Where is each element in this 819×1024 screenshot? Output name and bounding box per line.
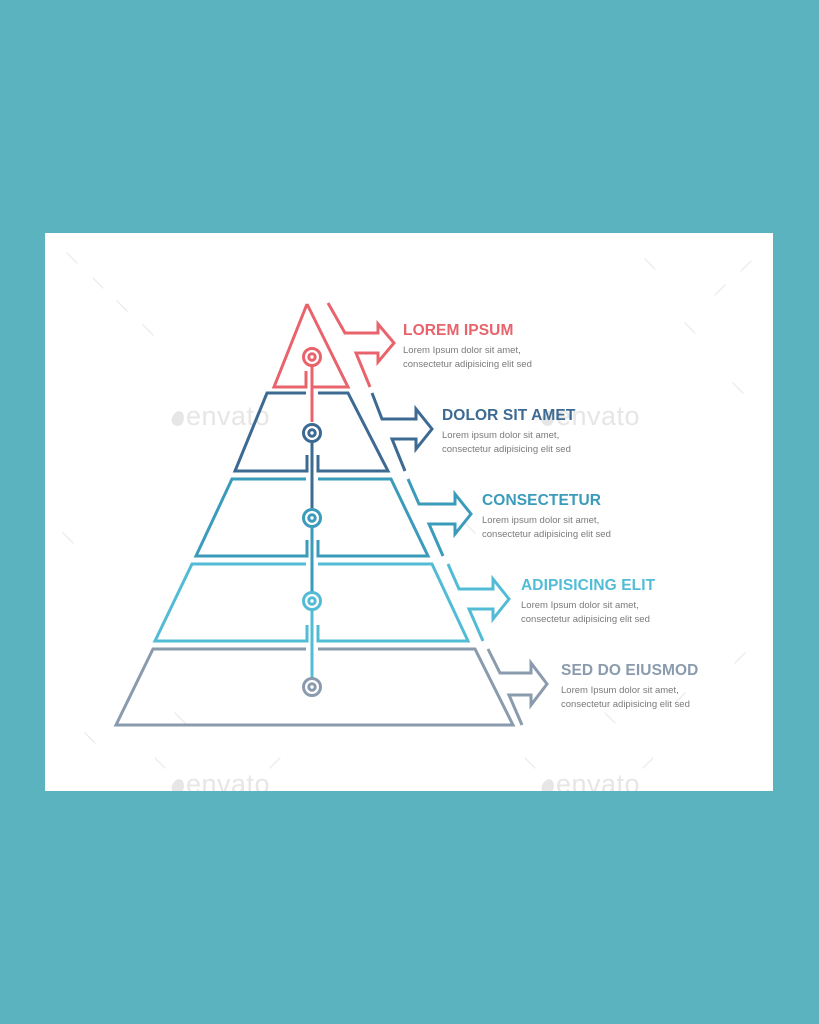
pyramid-label-3: CONSECTETUR Lorem ipsum dolor sit amet, … [482, 492, 611, 542]
watermark-pattern [62, 252, 752, 769]
level-title: ADIPISICING ELIT [521, 577, 656, 594]
description-line: Lorem ipsum dolor sit amet, [482, 515, 600, 526]
pyramid-level-5 [113, 647, 549, 727]
level-description: Lorem Ipsum dolor sit amet, consectetur … [561, 684, 698, 712]
level-description: Lorem Ipsum dolor sit amet, consectetur … [521, 599, 655, 627]
description-line: consectetur adipisicing elit sed [442, 444, 571, 455]
description-line: consectetur adipisicing elit sed [403, 359, 532, 370]
pyramid-label-1: LOREM IPSUM Lorem Ipsum dolor sit amet, … [403, 322, 532, 372]
level-description: Lorem Ipsum dolor sit amet, consectetur … [403, 344, 532, 372]
pyramid-label-5: SED DO EIUSMOD Lorem Ipsum dolor sit ame… [561, 662, 698, 712]
description-line: consectetur adipisicing elit sed [561, 699, 690, 710]
description-line: Lorem Ipsum dolor sit amet, [521, 600, 639, 611]
infographic-card: envato envato envato envato [45, 233, 773, 791]
level-title: LOREM IPSUM [403, 322, 514, 339]
description-line: Lorem Ipsum dolor sit amet, [403, 345, 521, 356]
watermark-logo: envato [539, 769, 640, 791]
pyramid-level-4 [152, 562, 511, 679]
pyramid-level-3 [193, 477, 473, 592]
level-description: Lorem ipsum dolor sit amet, consectetur … [442, 429, 575, 457]
watermark-logo: envato [169, 401, 270, 432]
description-line: Lorem Ipsum dolor sit amet, [561, 685, 679, 696]
pyramid-label-4: ADIPISICING ELIT Lorem Ipsum dolor sit a… [521, 577, 655, 627]
pyramid-diagram [113, 302, 549, 727]
description-line: Lorem ipsum dolor sit amet, [442, 430, 560, 441]
watermark-logo: envato [539, 401, 640, 432]
description-line: consectetur adipisicing elit sed [521, 614, 650, 625]
description-line: consectetur adipisicing elit sed [482, 529, 611, 540]
pyramid-level-1 [271, 302, 396, 422]
pyramid-label-2: DOLOR SIT AMET Lorem ipsum dolor sit ame… [442, 407, 575, 457]
pyramid-level-2 [232, 391, 434, 508]
level-title: CONSECTETUR [482, 492, 602, 509]
level-title: DOLOR SIT AMET [442, 407, 576, 424]
watermark-logo: envato [169, 769, 270, 791]
level-title: SED DO EIUSMOD [561, 662, 699, 679]
level-description: Lorem ipsum dolor sit amet, consectetur … [482, 514, 611, 542]
